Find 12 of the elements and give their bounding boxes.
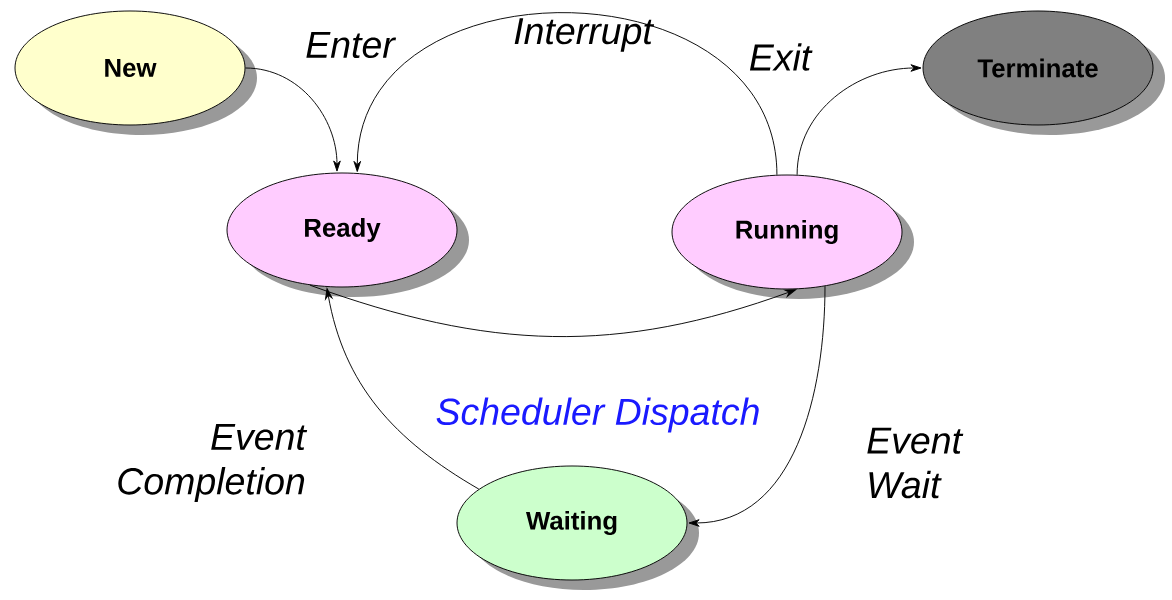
edge-label: Interrupt xyxy=(514,18,655,52)
arrow xyxy=(325,287,480,490)
arrow xyxy=(688,285,826,527)
edge-label: Scheduler Dispatch xyxy=(436,397,759,433)
arrow xyxy=(796,64,922,176)
arrow xyxy=(309,284,797,337)
edge-label: Exit xyxy=(749,43,813,71)
edge-label: Enter xyxy=(306,31,397,59)
arrow xyxy=(245,67,341,172)
edge-label: Event Completion xyxy=(118,423,308,503)
edge-label: Event Wait xyxy=(867,427,964,499)
arrow xyxy=(353,12,778,176)
